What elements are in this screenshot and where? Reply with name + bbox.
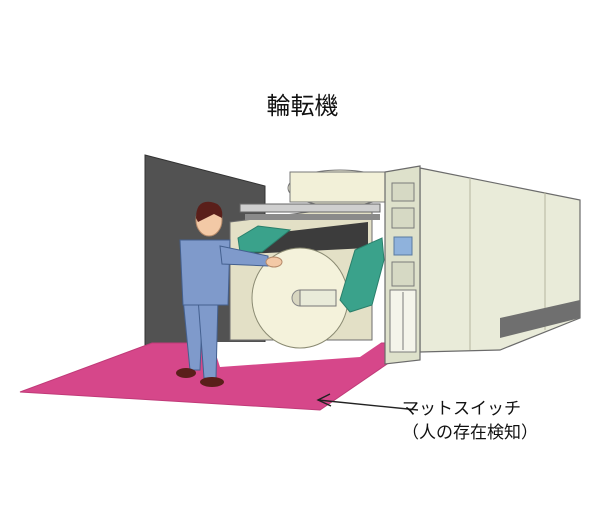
worker-icon bbox=[176, 201, 283, 387]
callout-line-1: マットスイッチ bbox=[402, 399, 521, 419]
mat-switch-callout: マットスイッチ （人の存在検知） bbox=[402, 397, 538, 445]
arrow-icon bbox=[316, 393, 419, 411]
callout-line-2: （人の存在検知） bbox=[402, 423, 538, 443]
press-machine-icon bbox=[229, 165, 581, 365]
diagram-title: 輪転機 bbox=[266, 92, 339, 120]
